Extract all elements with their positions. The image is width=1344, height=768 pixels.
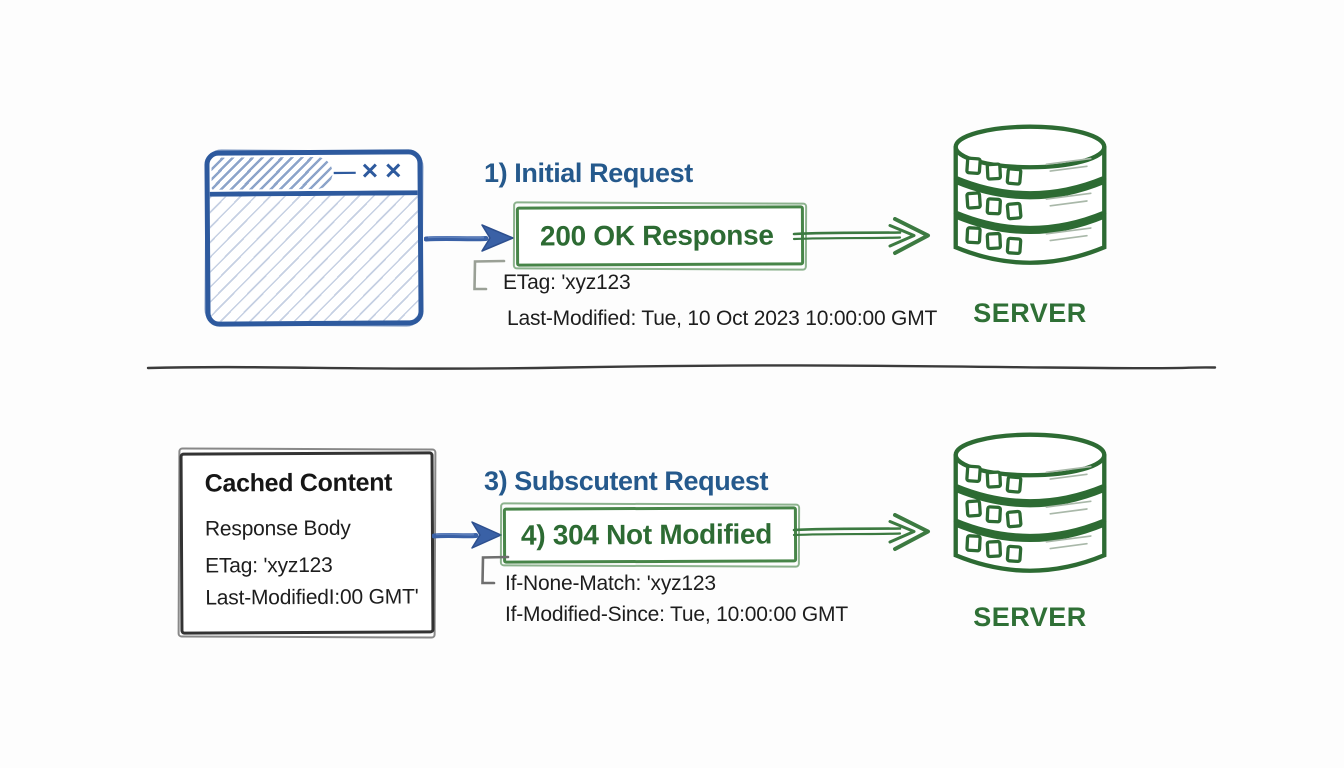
- header-bracket-icon: [473, 259, 506, 291]
- step-3-label: 3) Subscutent Request: [484, 466, 769, 496]
- cache-line-last-modified: Last-ModifiedI:00 GMT': [205, 585, 419, 610]
- titlebar-hatch: [211, 156, 333, 190]
- response-box-label: 200 OK Response: [539, 219, 774, 252]
- last-modified-header: Last-Modified: Tue, 10 Oct 2023 10:00:00…: [507, 307, 938, 330]
- cache-line-response-body: Response Body: [204, 516, 351, 541]
- step-1-label: 1) Initial Request: [484, 158, 693, 188]
- not-modified-box-label: 4) 304 Not Modified: [520, 518, 773, 551]
- server-icon: [953, 432, 1107, 573]
- server-label: SERVER: [973, 602, 1087, 632]
- minimize-icon: —: [333, 158, 361, 184]
- window-controls: —✕✕: [334, 156, 408, 187]
- if-none-match-header: If-None-Match: 'xyz123: [505, 572, 716, 595]
- not-modified-box: 4) 304 Not Modified: [502, 506, 798, 564]
- server-label: SERVER: [973, 298, 1087, 328]
- request-arrow-icon: [432, 521, 502, 549]
- server-icon: [953, 124, 1107, 265]
- browser-window-icon: —✕✕: [204, 149, 424, 327]
- etag-header: ETag: 'xyz123: [503, 271, 631, 294]
- section-divider: [146, 364, 1217, 370]
- to-server-arrow-icon: [792, 217, 930, 255]
- cache-line-etag: ETag: 'xyz123: [205, 553, 333, 578]
- to-server-arrow-icon: [792, 513, 930, 551]
- response-box: 200 OK Response: [515, 205, 805, 267]
- server-bottom: SERVER: [948, 426, 1112, 633]
- cached-content-title: Cached Content: [204, 468, 393, 498]
- header-bracket-icon: [481, 555, 510, 585]
- browser-body: [209, 195, 419, 322]
- request-arrow-icon: [424, 224, 514, 252]
- if-modified-since-header: If-Modified-Since: Tue, 10:00:00 GMT: [505, 603, 848, 626]
- server-top: SERVER: [948, 118, 1112, 329]
- cached-content-box: Cached Content Response Body ETag: 'xyz1…: [179, 451, 435, 635]
- browser-titlebar: —✕✕: [209, 154, 418, 197]
- close-icon: ✕✕: [360, 158, 408, 184]
